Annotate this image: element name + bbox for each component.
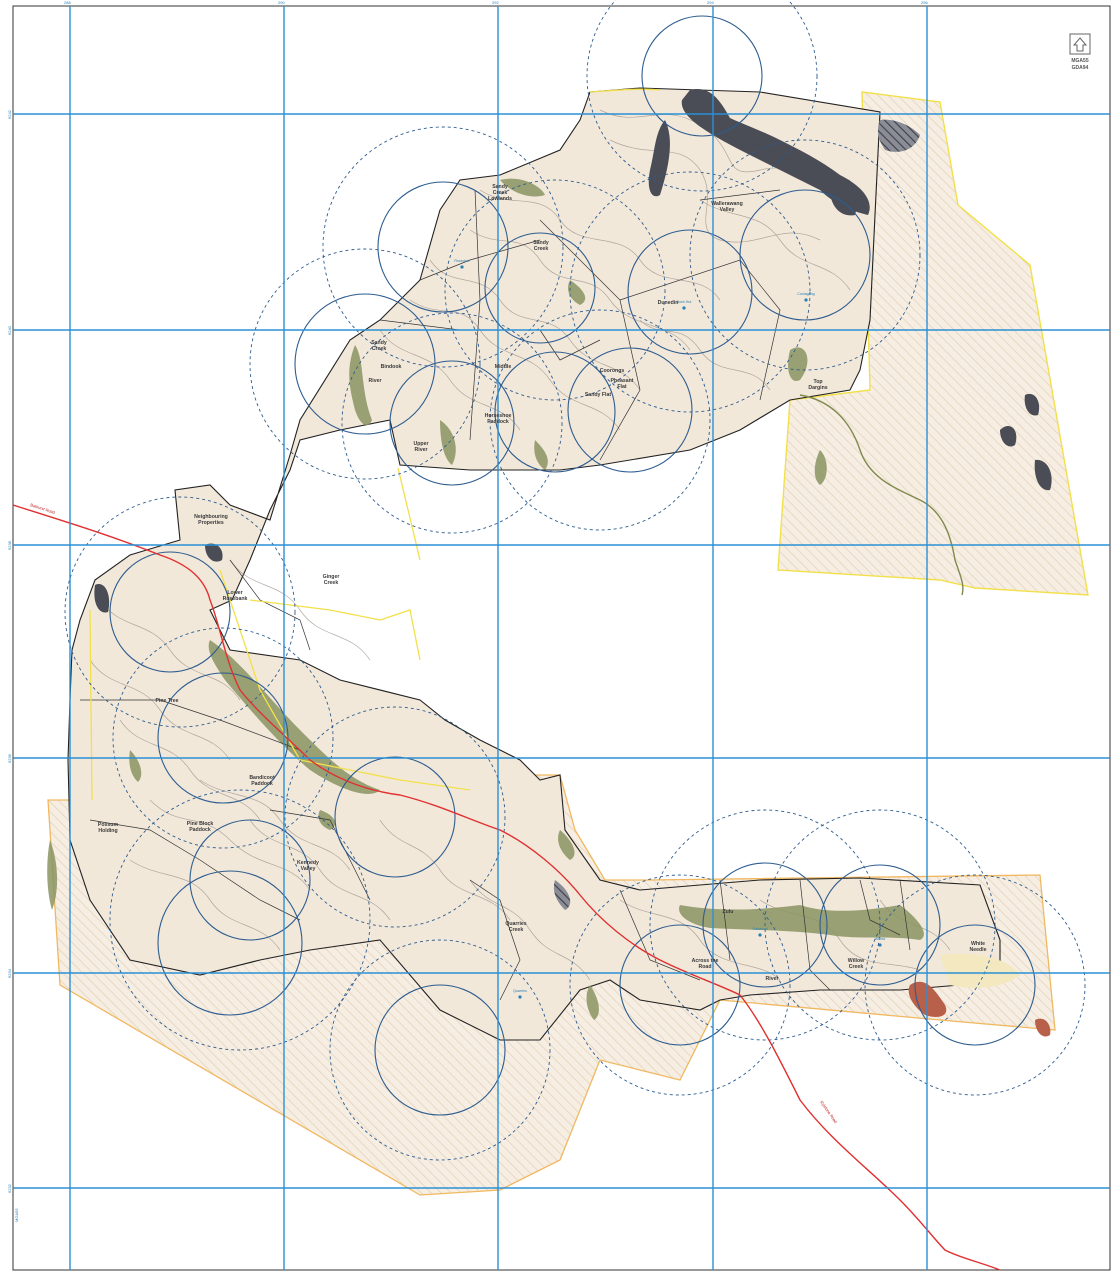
locality-label: Coorongs [600, 368, 625, 374]
top-tick-label: 288 [64, 0, 71, 5]
homestead-marker [758, 933, 762, 937]
grid-corner-text: MGA55 [14, 1208, 19, 1222]
left-tick-label: 6238 [7, 540, 12, 550]
grid-tick-labels: 288 290 292 294 296 6242 6240 6238 6236 … [7, 0, 928, 1222]
left-tick-label: 6232 [7, 1183, 12, 1193]
homestead-label: Oakwood [752, 927, 767, 931]
locality-label: River [766, 976, 779, 982]
left-tick-label: 6234 [7, 968, 12, 978]
top-tick-label: 296 [921, 0, 928, 5]
homestead-marker [682, 306, 686, 310]
shaded-areas [553, 880, 1051, 1037]
north-arrow: MGA55 GDA94 [1069, 33, 1091, 71]
homestead-marker [878, 943, 882, 947]
creek-line [799, 394, 964, 596]
top-tick-label: 292 [492, 0, 499, 5]
homestead-label: Willow [875, 937, 886, 941]
homestead-marker [518, 995, 522, 999]
locality-label: River [369, 378, 382, 384]
left-tick-label: 6240 [7, 325, 12, 335]
coordinate-grid [13, 6, 1110, 1270]
homestead-label: Rosedale [454, 259, 469, 263]
homestead-marker [804, 298, 808, 302]
road [12, 504, 1001, 1271]
north-arrow-sublabel: GDA94 [1072, 65, 1089, 71]
locality-label: Sandy Flat [585, 392, 612, 398]
radius-circles [64, 0, 1086, 1161]
locality-label: Zulu [723, 909, 734, 915]
top-tick-label: 290 [278, 0, 285, 5]
north-arrow-icon [1072, 37, 1088, 52]
locality-label: Bindook [381, 364, 402, 370]
homestead-label: Bush Hut [677, 300, 692, 304]
homestead-marker [460, 265, 464, 269]
locality-label: Middle [495, 364, 512, 370]
left-tick-label: 6236 [7, 753, 12, 763]
north-arrow-label: MGA55 [1071, 58, 1088, 64]
water-bodies [94, 89, 1052, 613]
homestead-label: Quarries [513, 989, 527, 993]
homestead-label: Coolagong [797, 292, 814, 296]
locality-label: Dunedin [658, 300, 679, 306]
locality-label: Pine Tree [155, 698, 178, 704]
vegetation [47, 178, 924, 1020]
left-tick-label: 6242 [7, 109, 12, 119]
top-tick-label: 294 [707, 0, 714, 5]
